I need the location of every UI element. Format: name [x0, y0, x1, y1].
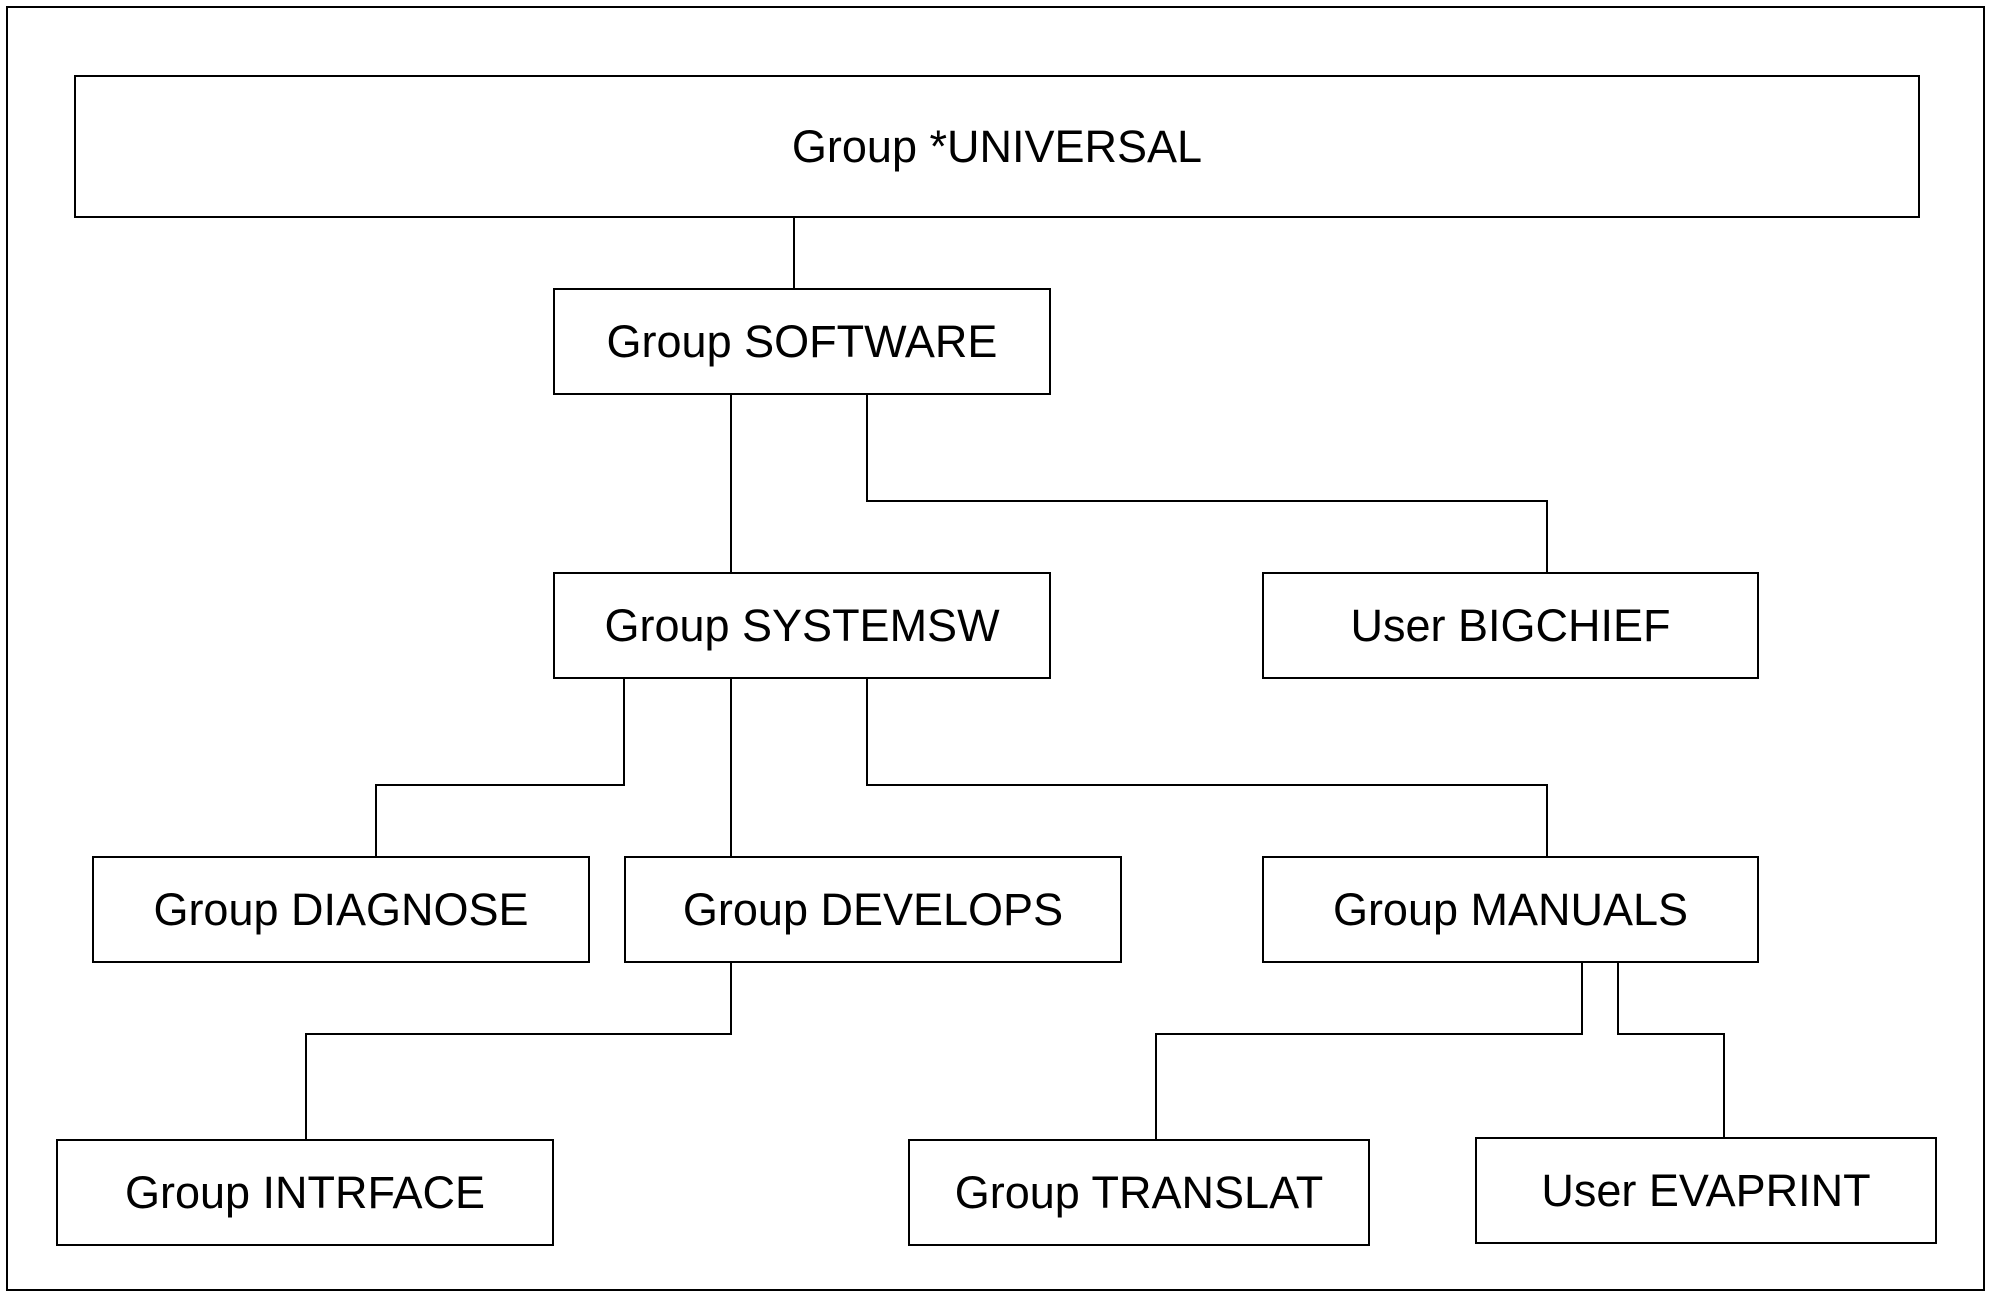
node-label: User EVAPRINT [1541, 1164, 1871, 1216]
node-user-evaprint: User EVAPRINT [1475, 1137, 1937, 1244]
diagram-frame [6, 6, 1985, 1291]
node-label: Group SYSTEMSW [604, 599, 1000, 651]
edge-manuals-evaprint [1617, 962, 1725, 1138]
edge-systemsw-manuals [866, 678, 1548, 857]
node-label: Group DEVELOPS [682, 883, 1064, 935]
node-label: Group DIAGNOSE [153, 883, 529, 935]
node-label: User BIGCHIEF [1350, 599, 1671, 651]
node-group-translat: Group TRANSLAT [908, 1139, 1370, 1246]
edge-software-bigchief [866, 395, 1548, 573]
node-group-systemsw: Group SYSTEMSW [553, 572, 1051, 679]
node-user-bigchief: User BIGCHIEF [1262, 572, 1759, 679]
node-group-intrface: Group INTRFACE [56, 1139, 554, 1246]
node-group-manuals: Group MANUALS [1262, 856, 1759, 963]
edge-develops-intrface [305, 962, 732, 1140]
edge-manuals-translat [1155, 962, 1583, 1140]
node-label: Group MANUALS [1332, 883, 1689, 935]
node-label: Group TRANSLAT [954, 1166, 1324, 1218]
edge-systemsw-diagnose [375, 678, 625, 857]
node-label: Group INTRFACE [124, 1166, 486, 1218]
node-group-diagnose: Group DIAGNOSE [92, 856, 590, 963]
node-group-software: Group SOFTWARE [553, 288, 1051, 395]
node-group-develops: Group DEVELOPS [624, 856, 1122, 963]
node-label: Group SOFTWARE [606, 315, 998, 367]
node-group-universal: Group *UNIVERSAL [74, 75, 1920, 218]
node-label: Group *UNIVERSAL [791, 120, 1203, 172]
